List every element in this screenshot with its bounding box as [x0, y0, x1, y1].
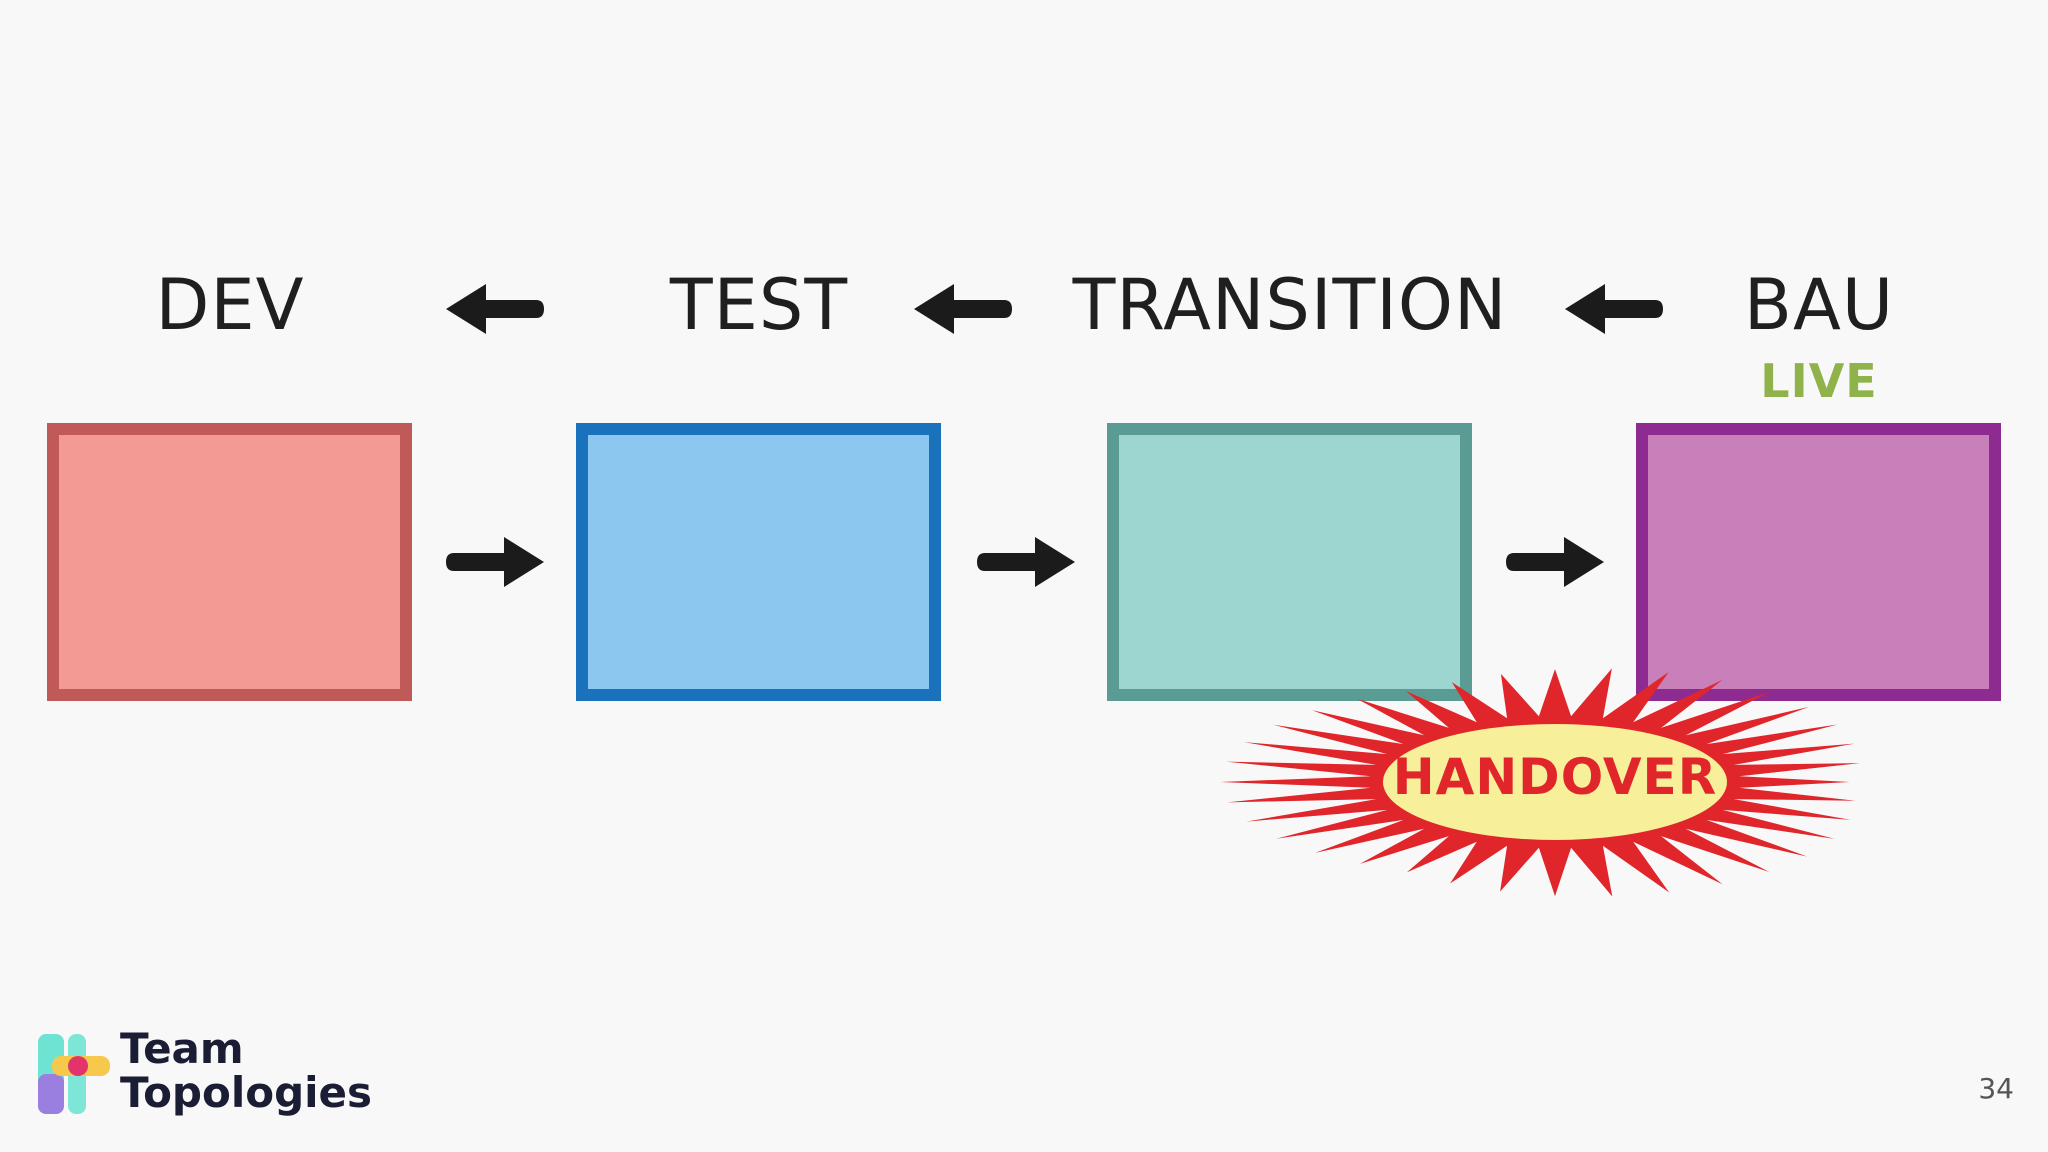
live-label: LIVE [1760, 354, 1878, 408]
stage-box-transition [1107, 423, 1472, 701]
arrow-left-icon [1565, 284, 1663, 334]
team-topologies-logo-icon [38, 1034, 110, 1114]
arrow-left-icon [914, 284, 1012, 334]
arrow-left-icon [446, 284, 544, 334]
page-number: 34 [1978, 1072, 2014, 1105]
stage-box-dev [47, 423, 412, 701]
stage-label-test: TEST [669, 264, 849, 346]
stage-label-dev: DEV [155, 264, 305, 346]
brand-line-1: Team [120, 1024, 244, 1073]
stage-label-transition: TRANSITION [1072, 264, 1508, 346]
handover-burst-icon [1220, 668, 1860, 897]
stage-box-test [576, 423, 941, 701]
brand-name: Team Topologies [120, 1027, 372, 1115]
brand-line-2: Topologies [120, 1068, 373, 1117]
arrow-right-icon [446, 537, 544, 587]
stage-box-bau [1636, 423, 2001, 701]
stage-label-bau: BAU [1743, 264, 1895, 346]
arrow-right-icon [1506, 537, 1604, 587]
arrow-right-icon [977, 537, 1075, 587]
handover-label: HANDOVER [1392, 748, 1718, 806]
